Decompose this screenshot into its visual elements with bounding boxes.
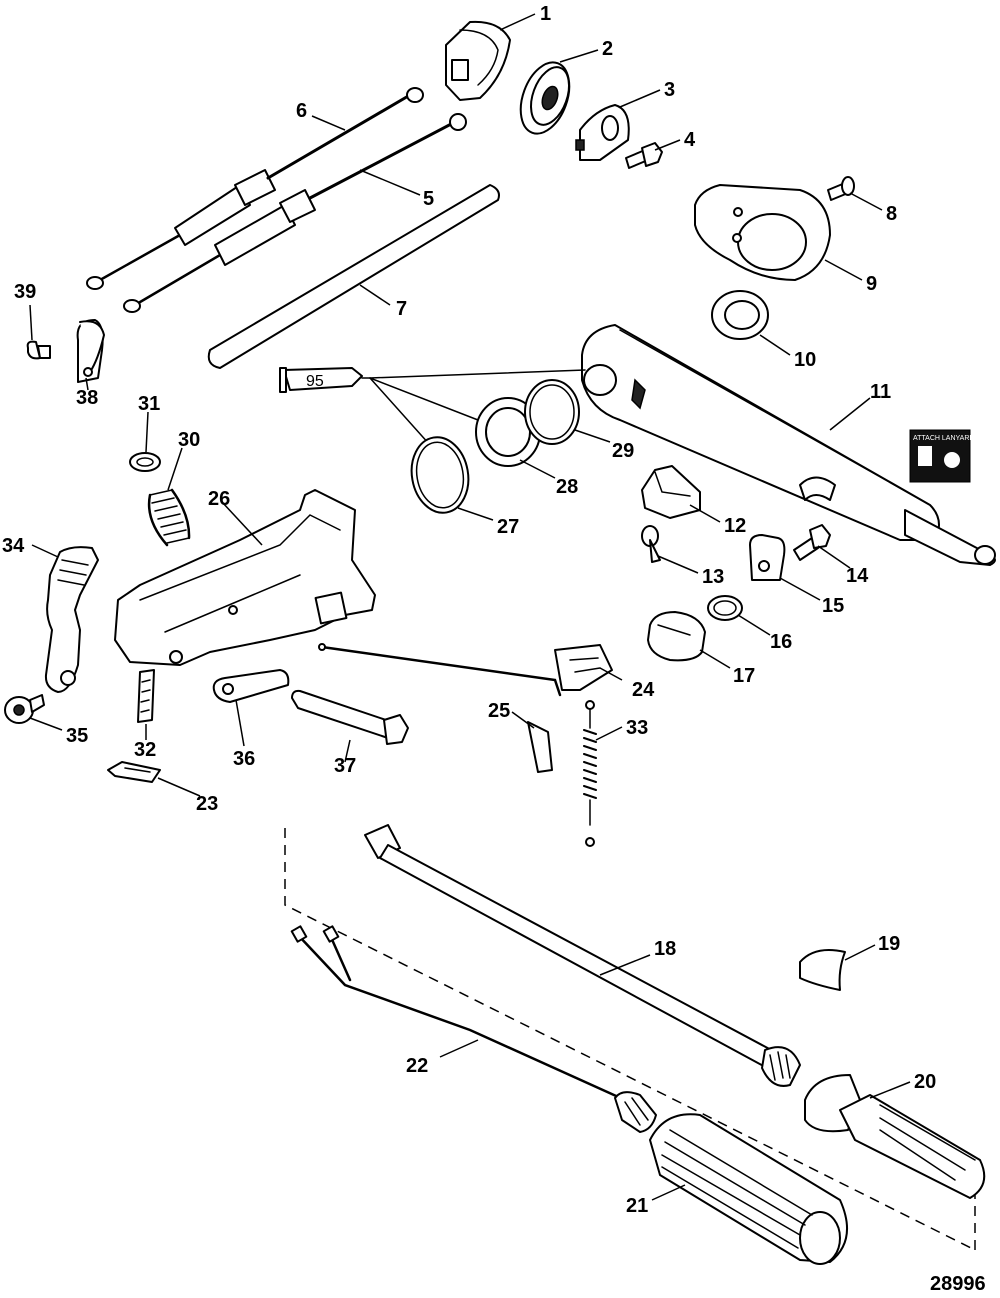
part-19-clip bbox=[799, 949, 846, 991]
callout-8: 8 bbox=[886, 203, 897, 225]
part-10-bushing bbox=[711, 290, 769, 340]
part-35-screw bbox=[4, 694, 45, 724]
assembly-dashed-outline bbox=[284, 828, 976, 1251]
callout-20: 20 bbox=[914, 1071, 936, 1093]
part-13-screw bbox=[641, 525, 661, 563]
callout-23: 23 bbox=[196, 793, 218, 815]
part-15-clamp bbox=[749, 534, 786, 581]
callout-34: 34 bbox=[2, 535, 25, 557]
callout-32: 32 bbox=[134, 739, 156, 761]
callout-7: 7 bbox=[396, 298, 407, 320]
callout-3: 3 bbox=[664, 79, 675, 101]
callout-33: 33 bbox=[626, 717, 648, 739]
part-25-clip bbox=[527, 721, 553, 773]
leader-lines bbox=[29, 13, 911, 1201]
callout-27: 27 bbox=[497, 516, 519, 538]
part-27-o-ring bbox=[410, 436, 470, 514]
part-24-stop-switch bbox=[318, 643, 613, 697]
part-18-throttle-shaft bbox=[364, 824, 801, 1087]
part-29-o-ring bbox=[524, 379, 580, 445]
part-14-bolt bbox=[793, 524, 831, 561]
part-39-screw bbox=[26, 340, 51, 360]
decal-text: ATTACH LANYARD bbox=[913, 435, 974, 442]
callout-6: 6 bbox=[296, 100, 307, 122]
callout-24: 24 bbox=[632, 679, 655, 701]
callout-10: 10 bbox=[794, 349, 816, 371]
callout-12: 12 bbox=[724, 515, 746, 537]
part-32-strip bbox=[137, 669, 155, 723]
callout-37: 37 bbox=[334, 755, 356, 777]
callout-26: 26 bbox=[208, 488, 230, 510]
callout-19: 19 bbox=[878, 933, 900, 955]
callout-18: 18 bbox=[654, 938, 676, 960]
callout-36: 36 bbox=[233, 748, 255, 770]
part-23-clip bbox=[107, 761, 161, 783]
part-37-bolt bbox=[291, 689, 409, 745]
part-21-grip bbox=[649, 1113, 848, 1265]
part-9-cover bbox=[694, 184, 831, 281]
attach-lanyard-decal: ATTACH LANYARD bbox=[909, 429, 974, 483]
callout-15: 15 bbox=[822, 595, 844, 617]
sealant-tube-label: 95 bbox=[306, 373, 324, 390]
callout-35: 35 bbox=[66, 725, 88, 747]
part-30-spring bbox=[147, 488, 191, 547]
callout-30: 30 bbox=[178, 429, 200, 451]
callout-29: 29 bbox=[612, 440, 634, 462]
callout-9: 9 bbox=[866, 273, 877, 295]
part-5-cable bbox=[123, 113, 467, 313]
part-20-grip-insert bbox=[804, 1074, 986, 1199]
callout-14: 14 bbox=[846, 565, 869, 587]
callout-31: 31 bbox=[138, 393, 160, 415]
callout-4: 4 bbox=[684, 129, 696, 151]
part-11-tiller-handle bbox=[581, 324, 996, 566]
part-26-housing bbox=[114, 489, 376, 666]
callout-21: 21 bbox=[626, 1195, 648, 1217]
part-17-knob bbox=[647, 611, 706, 662]
part-1-clamp bbox=[445, 20, 511, 101]
part-33-spring bbox=[583, 700, 597, 847]
part-12-clip bbox=[641, 465, 701, 519]
callout-39: 39 bbox=[14, 281, 36, 303]
callout-5: 5 bbox=[423, 188, 434, 210]
callout-25: 25 bbox=[488, 700, 510, 722]
figure-number: 28996 bbox=[930, 1273, 986, 1295]
callout-2: 2 bbox=[602, 38, 613, 60]
part-22-harness bbox=[290, 925, 657, 1133]
part-7-rod bbox=[207, 184, 500, 369]
callout-11: 11 bbox=[870, 381, 891, 403]
part-31-clip bbox=[129, 452, 161, 472]
callout-17: 17 bbox=[733, 665, 755, 687]
part-3-plate bbox=[575, 104, 630, 161]
callout-38: 38 bbox=[76, 387, 98, 409]
part-8-bolt bbox=[827, 176, 855, 201]
part-34-lever bbox=[44, 546, 99, 693]
part-36-plate bbox=[212, 669, 290, 703]
callout-22: 22 bbox=[406, 1055, 428, 1077]
sealant-tube: 95 bbox=[279, 367, 586, 446]
callout-labels: 1 2 3 4 5 6 7 8 9 10 11 12 13 14 15 16 1… bbox=[2, 3, 936, 1217]
callout-16: 16 bbox=[770, 631, 792, 653]
callout-13: 13 bbox=[702, 566, 724, 588]
part-2-pulley bbox=[519, 61, 571, 135]
callout-1: 1 bbox=[540, 3, 551, 25]
part-38-bracket bbox=[76, 319, 105, 383]
part-6-cable bbox=[86, 87, 424, 290]
part-4-screw bbox=[625, 142, 663, 169]
callout-28: 28 bbox=[556, 476, 578, 498]
part-16-clip bbox=[707, 595, 743, 621]
